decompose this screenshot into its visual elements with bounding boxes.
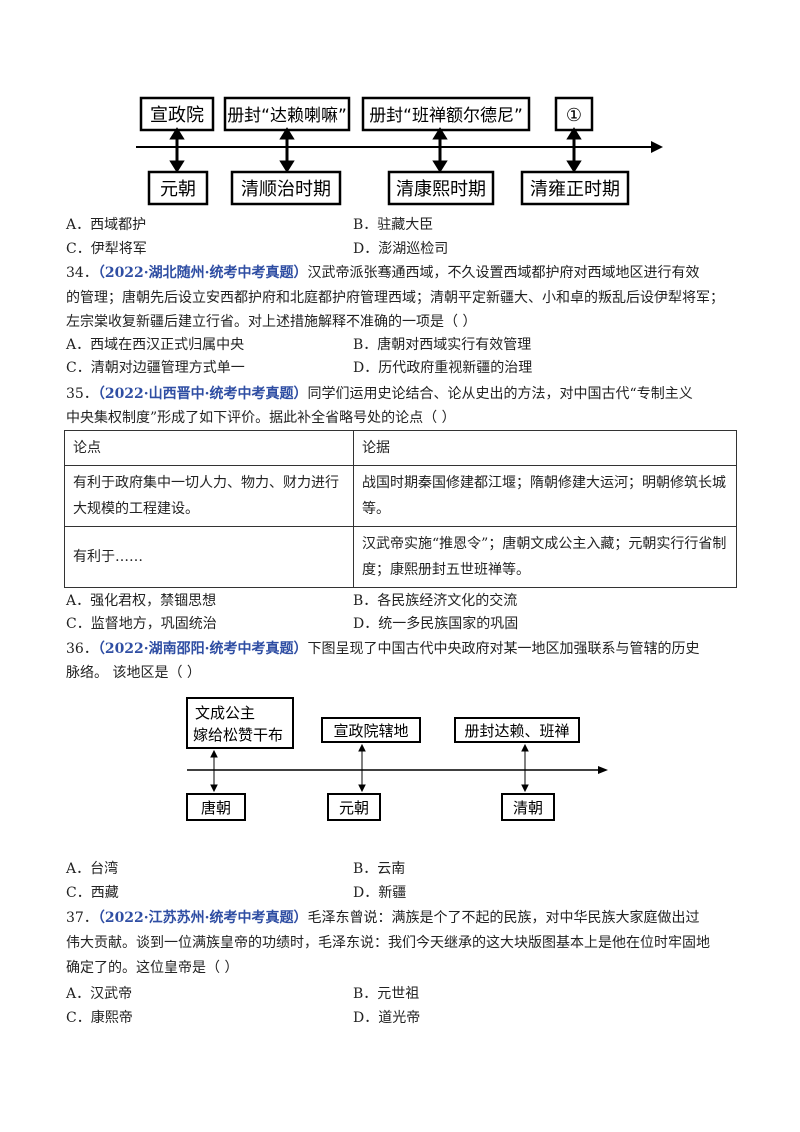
top-box-2-label: 册封“达赖喇嘛” [227,106,347,126]
table-header-row: 论点 论据 [64,430,737,466]
timeline-diagram-2: 文成公主 嫁给松赞干布 宣政院辖地 册封达赖、班禅 唐朝 元朝 清朝 [186,697,608,821]
top-box-2-label: 宣政院辖地 [333,722,408,740]
top-box-3 [361,96,531,132]
timeline-arrowhead [651,141,663,153]
q35-option-c[interactable]: C．监督地方，巩固统治 [66,616,217,632]
q37-option-a[interactable]: A．汉武帝 [66,986,133,1002]
q37-stem-1: 毛泽东曾说：满族是个了不起的民族，对中华民族大家庭做出过 [307,910,700,926]
q36-number: 36． [66,641,98,657]
bottom-box-2 [327,793,381,821]
top-box-1 [186,697,294,749]
bottom-box-3-label: 清朝 [513,799,543,817]
bottom-box-4-label: 清雍正时期 [530,179,620,200]
q34-option-b[interactable]: B．唐朝对西域实行有效管理 [353,337,532,353]
q34-option-c[interactable]: C．清朝对边疆管理方式单一 [66,360,245,376]
timeline-diagram-1: 宣政院 册封“达赖喇嘛” 册封“班禅额尔德尼” ① 元朝 清顺治时期 清康熙时期… [136,96,663,206]
q37-source: （2022·江苏苏州·统考中考真题） [97,910,308,926]
q34-stem-1: 汉武帝派张骞通西域，不久设置西域都护府对西域地区进行有效 [307,265,700,281]
q35-stem-line-1: 35．（2022·山西晋中·统考中考真题）同学们运用史论结合、论从史出的方法，对… [66,382,693,406]
top-box-3-label: 册封达赖、班禅 [464,722,569,740]
q33-option-c[interactable]: C．伊犁将军 [66,241,147,257]
table-header-cell: 论点 [64,430,354,466]
bottom-box-2-label: 清顺治时期 [241,179,331,200]
top-box-4-label: ① [566,105,582,126]
table-header-cell: 论据 [353,430,737,466]
bottom-box-4 [520,170,630,206]
q36-option-a[interactable]: A．台湾 [66,861,119,877]
q34-source: （2022·湖北随州·统考中考真题） [97,265,308,281]
q35-number: 35． [66,386,98,402]
q37-stem-line-2: 伟大贡献。谈到一位满族皇帝的功绩时，毛泽东说：我们今天继承的这大块版图基本上是他… [66,935,710,951]
q36-stem-line-1: 36．（2022·湖南邵阳·统考中考真题）下图呈现了中国古代中央政府对某一地区加… [66,637,700,661]
table-row: 有利于政府集中一切人力、物力、财力进行大规模的工程建设。 战国时期秦国修建都江堰… [64,465,737,527]
q36-option-c[interactable]: C．西藏 [66,885,119,901]
table-row: 有利于…… 汉武帝实施“推恩令”；唐朝文成公主入藏；元朝实行行省制度；康熙册封五… [64,526,737,588]
q35-stem-1: 同学们运用史论结合、论从史出的方法，对中国古代“专制主义 [307,386,693,402]
q36-stem-1: 下图呈现了中国古代中央政府对某一地区加强联系与管辖的历史 [307,641,700,657]
bottom-box-1 [186,793,246,821]
q34-stem-line-3: 左宗棠收复新疆后建立行省。对上述措施解释不准确的一项是（ ） [66,314,477,330]
bottom-box-1 [147,170,209,206]
top-box-1-line-1: 文成公主 [195,704,255,722]
q37-option-b[interactable]: B．元世祖 [353,986,420,1002]
q35-source: （2022·山西晋中·统考中考真题） [97,386,308,402]
q36-option-d[interactable]: D．新疆 [353,885,407,901]
top-box-2 [321,717,421,743]
bottom-box-1-label: 唐朝 [201,799,231,817]
q34-option-d[interactable]: D．历代政府重视新疆的治理 [353,360,533,376]
q34-stem-line-1: 34．（2022·湖北随州·统考中考真题）汉武帝派张骞通西域，不久设置西域都护府… [66,261,700,285]
bottom-box-3 [501,793,555,821]
top-box-2 [223,96,351,132]
bottom-box-2 [230,170,342,206]
q37-option-d[interactable]: D．道光帝 [353,1010,421,1026]
q33-option-a[interactable]: A．西域都护 [66,217,147,233]
q35-table: 论点 论据 有利于政府集中一切人力、物力、财力进行大规模的工程建设。 战国时期秦… [64,430,737,588]
q37-number: 37． [66,910,98,926]
q34-number: 34． [66,265,98,281]
table-cell: 有利于政府集中一切人力、物力、财力进行大规模的工程建设。 [64,465,354,527]
q35-option-d[interactable]: D．统一多民族国家的巩固 [353,616,519,632]
q34-option-a[interactable]: A．西域在西汉正式归属中央 [66,337,245,353]
top-box-3 [454,717,580,743]
table-cell: 战国时期秦国修建都江堰；隋朝修建大运河；明朝修筑长城等。 [353,465,737,527]
bottom-box-1-label: 元朝 [160,179,196,200]
bottom-box-2-label: 元朝 [339,799,369,817]
q33-option-b[interactable]: B．驻藏大臣 [353,217,434,233]
q37-stem-line-3: 确定了的。这位皇帝是（ ） [66,960,239,976]
q36-source: （2022·湖南邵阳·统考中考真题） [97,641,308,657]
top-box-1-label: 宣政院 [150,105,204,126]
q37-stem-line-1: 37．（2022·江苏苏州·统考中考真题）毛泽东曾说：满族是个了不起的民族，对中… [66,906,700,930]
timeline-arrowhead [598,766,608,774]
q35-option-b[interactable]: B．各民族经济文化的交流 [353,593,518,609]
q33-option-d[interactable]: D．澎湖巡检司 [353,241,449,257]
q34-stem-line-2: 的管理；唐朝先后设立安西都护府和北庭都护府管理西域；清朝平定新疆大、小和卓的叛乱… [66,290,724,306]
top-box-1-line-2: 嫁给松赞干布 [193,726,283,744]
table-cell: 汉武帝实施“推恩令”；唐朝文成公主入藏；元朝实行行省制度；康熙册封五世班禅等。 [353,526,737,588]
table-cell: 有利于…… [64,526,354,588]
q36-stem-line-2: 脉络。 该地区是（ ） [66,665,201,681]
bottom-box-3-label: 清康熙时期 [396,179,486,200]
q37-option-c[interactable]: C．康熙帝 [66,1010,133,1026]
q36-option-b[interactable]: B．云南 [353,861,406,877]
q35-stem-line-2: 中央集权制度”形成了如下评价。据此补全省略号处的论点（ ） [66,410,456,426]
top-box-3-label: 册封“班禅额尔德尼” [369,106,523,126]
bottom-box-3 [387,170,495,206]
q35-option-a[interactable]: A．强化君权，禁锢思想 [66,593,217,609]
